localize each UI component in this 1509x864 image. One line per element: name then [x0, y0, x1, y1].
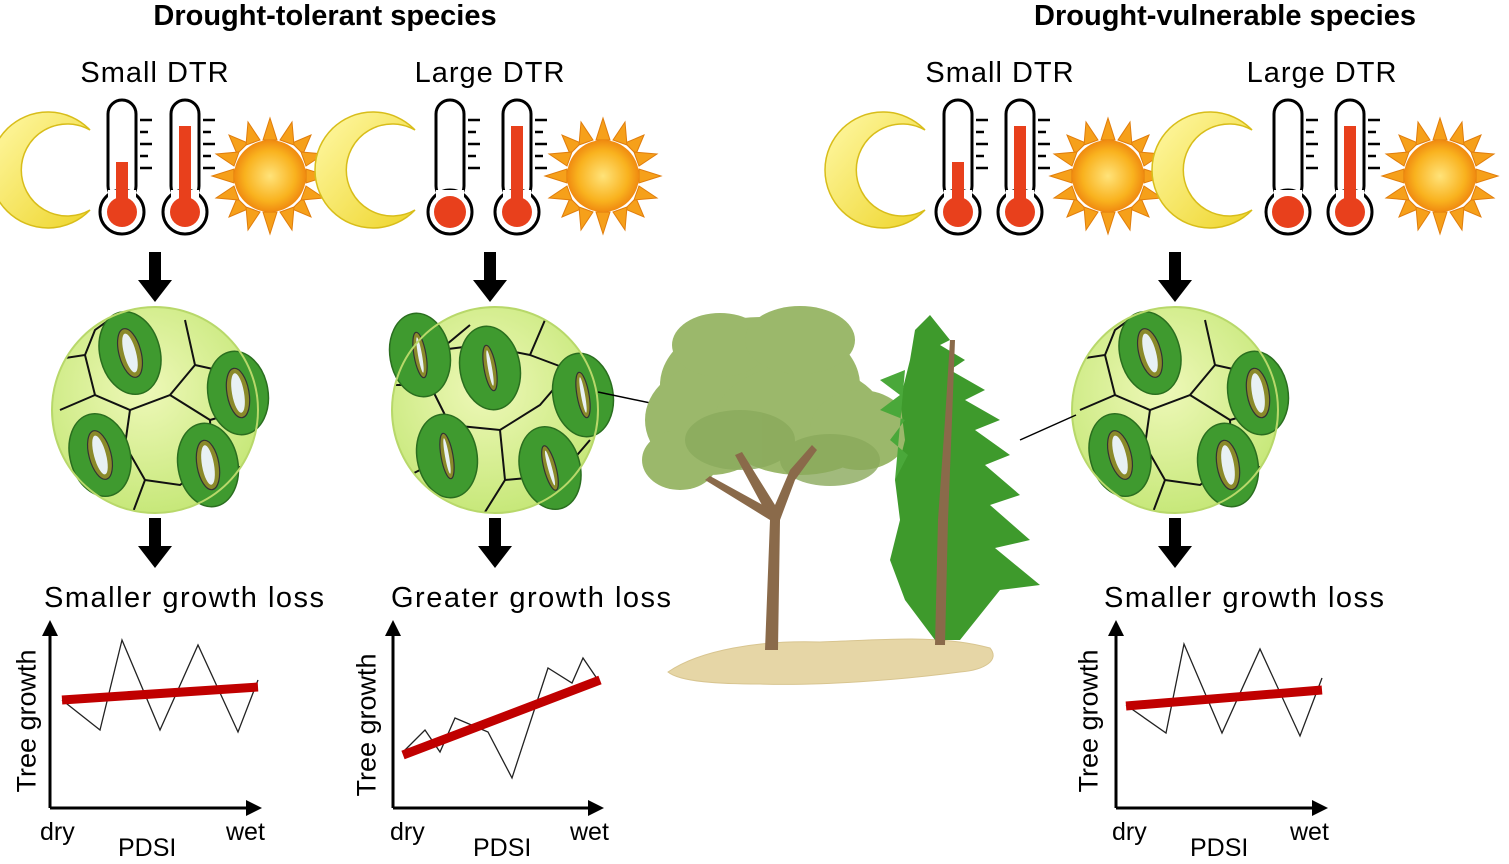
crescent-moon-icon — [0, 111, 91, 229]
chart-growth-series — [1125, 641, 1323, 738]
sun-icon — [1049, 117, 1167, 235]
outcome-label-tolerant-large: Greater growth loss — [391, 582, 673, 614]
chart-y-axis-arrowhead — [42, 620, 58, 636]
chart-xaxis-label: PDSI — [118, 834, 177, 862]
dtr-label-tolerant-large: Large DTR — [414, 57, 566, 89]
down-arrow-icon — [138, 518, 172, 568]
sun-icon — [1381, 117, 1499, 235]
chart-xmax-label: wet — [1290, 818, 1329, 846]
stomata-cell-icon — [51, 303, 276, 514]
chart-y-axis-arrowhead — [1108, 620, 1124, 636]
outcome-label-vulnerable-small: Smaller growth loss — [1104, 582, 1386, 614]
chart-xmax-label: wet — [570, 818, 609, 846]
stomata-cell-icon — [382, 306, 621, 518]
dtr-label-vulnerable-small: Small DTR — [925, 57, 1075, 89]
stomata-cell-icon — [1071, 303, 1296, 514]
chart-trend-line — [1125, 685, 1323, 711]
down-arrow-icon — [138, 252, 172, 302]
group-title-vulnerable: Drought-vulnerable species — [1034, 0, 1416, 32]
dtr-label-tolerant-small: Small DTR — [80, 57, 230, 89]
crescent-moon-icon — [314, 111, 416, 229]
group-title-tolerant: Drought-tolerant species — [153, 0, 497, 32]
chart-xaxis-label: PDSI — [1190, 834, 1249, 862]
chart-xmin-label: dry — [1112, 818, 1147, 846]
chart-xmin-label: dry — [40, 818, 75, 846]
sun-icon — [211, 117, 329, 235]
thermometer-icon — [1264, 98, 1320, 236]
thermometer-icon — [426, 98, 482, 236]
chart-xmin-label: dry — [390, 818, 425, 846]
down-arrow-icon — [473, 252, 507, 302]
chart-y-axis-arrowhead — [385, 620, 401, 636]
outcome-label-tolerant-small: Smaller growth loss — [44, 582, 326, 614]
dtr-label-vulnerable-large: Large DTR — [1246, 57, 1398, 89]
thermometer-icon — [934, 98, 990, 236]
chart-trend-line — [401, 675, 602, 760]
chart-growth-series — [61, 637, 259, 734]
chart-x-axis-arrowhead — [246, 800, 262, 816]
thermometer-icon — [1326, 98, 1382, 236]
chart-xaxis-label: PDSI — [473, 834, 532, 862]
tree-icon — [597, 306, 1077, 685]
thermometer-icon — [98, 98, 154, 236]
crescent-moon-icon — [824, 111, 926, 229]
chart-x-axis-arrowhead — [1312, 800, 1328, 816]
sun-icon — [544, 117, 662, 235]
crescent-moon-icon — [1151, 111, 1253, 229]
down-arrow-icon — [478, 518, 512, 568]
down-arrow-icon — [1158, 518, 1192, 568]
thermometer-icon — [996, 98, 1052, 236]
chart-xmax-label: wet — [226, 818, 265, 846]
thermometer-icon — [493, 98, 549, 236]
chart-trend-line — [61, 682, 259, 705]
down-arrow-icon — [1158, 252, 1192, 302]
thermometer-icon — [161, 98, 217, 236]
chart-x-axis-arrowhead — [588, 800, 604, 816]
